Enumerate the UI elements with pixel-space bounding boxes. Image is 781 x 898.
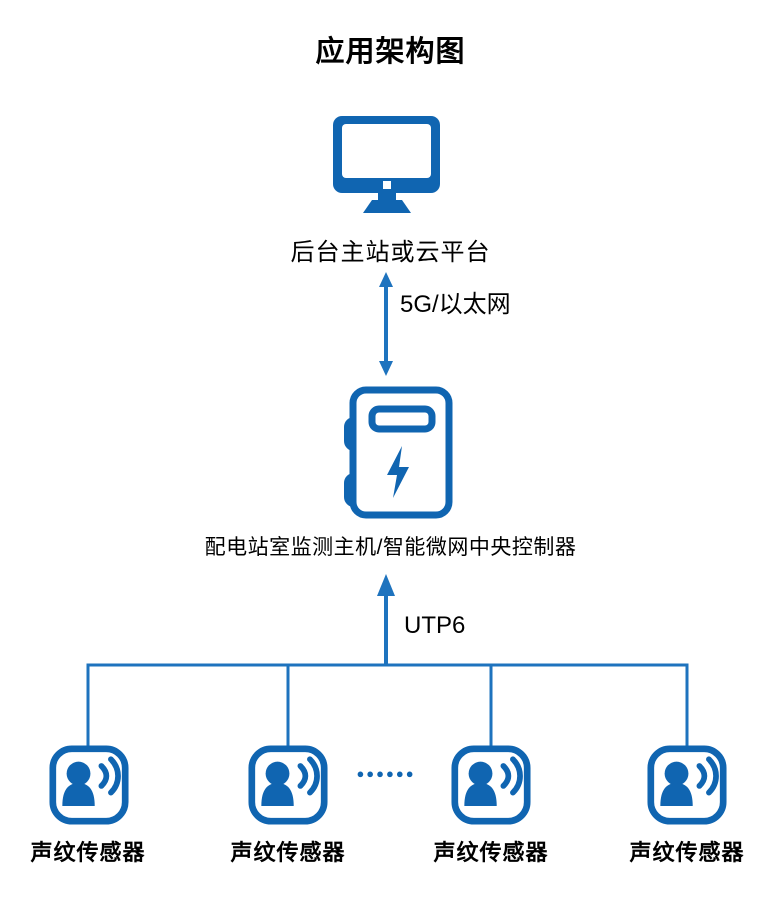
voiceprint-sensor-icon (248, 745, 328, 825)
ellipsis-dots: ●●●●●● (356, 766, 416, 781)
monitor-icon (333, 116, 440, 213)
diagram-title: 应用架构图 (315, 36, 466, 68)
sensor-label: 声纹传感器 (433, 840, 549, 865)
link-label-utp6: UTP6 (404, 612, 466, 639)
sensor-label: 声纹传感器 (629, 840, 745, 865)
bidirectional-arrow (379, 272, 393, 376)
control-cabinet-icon (344, 386, 453, 519)
voiceprint-sensor-icon (647, 745, 727, 825)
controller-node-label: 配电站室监测主机/智能微网中央控制器 (204, 536, 577, 559)
cloud-node-label: 后台主站或云平台 (290, 239, 491, 266)
voiceprint-sensor-icon (49, 745, 129, 825)
sensor-label: 声纹传感器 (30, 840, 146, 865)
voiceprint-sensor-icon (451, 745, 531, 825)
connector-tree (86, 574, 689, 750)
sensor-label: 声纹传感器 (230, 840, 346, 865)
link-label-5g-ethernet: 5G/以太网 (400, 291, 511, 318)
